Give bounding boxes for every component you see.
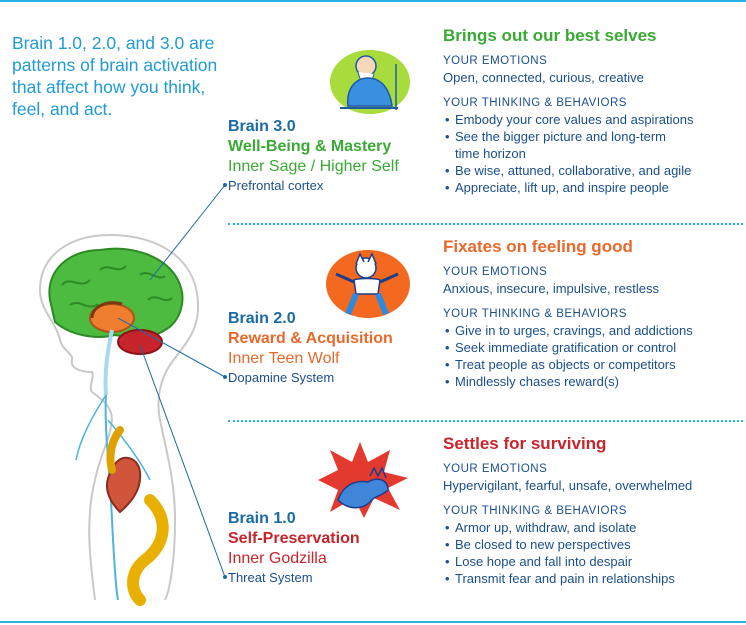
list-item: Armor up, withdraw, and isolate: [443, 519, 743, 536]
divider-2: [228, 420, 743, 422]
brain-2-labels: Brain 2.0 Reward & Acquisition Inner Tee…: [228, 309, 393, 387]
brain-2-thinking-label: YOUR THINKING & BEHAVIORS: [443, 308, 627, 320]
brain-1-thinking-label: YOUR THINKING & BEHAVIORS: [443, 505, 627, 517]
list-item: Be closed to new perspectives: [443, 536, 743, 553]
brain-1-emotions: Hypervigilant, fearful, unsafe, overwhel…: [443, 478, 693, 493]
brain-3-labels: Brain 3.0 Well-Being & Mastery Inner Sag…: [228, 117, 399, 195]
brain-1-inner: Inner Godzilla: [228, 550, 327, 567]
list-item: Treat people as objects or competitors: [443, 356, 743, 373]
top-rule: [0, 0, 746, 2]
brain-3-system: Prefrontal cortex: [228, 178, 324, 193]
brain-3-thinking-label: YOUR THINKING & BEHAVIORS: [443, 97, 627, 109]
brain-2-name: Reward & Acquisition: [228, 330, 393, 347]
brain-2-section: Fixates on feeling good YOUR EMOTIONS An…: [443, 236, 743, 390]
brain-2-emotions-label: YOUR EMOTIONS: [443, 266, 548, 278]
brain-2-title: Fixates on feeling good: [443, 237, 633, 256]
list-item: Be wise, attuned, collaborative, and agi…: [443, 162, 743, 179]
divider-1: [228, 223, 743, 225]
brain-1-name: Self-Preservation: [228, 530, 360, 547]
brain-2-system: Dopamine System: [228, 370, 335, 385]
list-item: Mindlessly chases reward(s): [443, 373, 743, 390]
list-item: See the bigger picture and long-term: [443, 128, 743, 145]
list-item: Transmit fear and pain in relationships: [443, 570, 743, 587]
brain-2-number: Brain 2.0: [228, 310, 296, 327]
brain-3-number: Brain 3.0: [228, 118, 296, 135]
brain-1-system: Threat System: [228, 570, 313, 585]
list-item: Give in to urges, cravings, and addictio…: [443, 322, 743, 339]
wolf-illustration: [326, 250, 410, 318]
brain-3-bullets: Embody your core values and aspirations …: [443, 111, 743, 196]
list-item: Appreciate, lift up, and inspire people: [443, 179, 743, 196]
brain-3-inner: Inner Sage / Higher Self: [228, 158, 399, 175]
sage-illustration: [330, 50, 410, 114]
godzilla-illustration: [318, 442, 408, 518]
digestive-shape: [127, 494, 169, 606]
brain-1-title: Settles for surviving: [443, 434, 607, 453]
list-item-continuation: time horizon: [455, 146, 526, 161]
brainstem-shape: [117, 329, 163, 355]
list-item: Seek immediate gratification or control: [443, 339, 743, 356]
brain-2-inner: Inner Teen Wolf: [228, 350, 340, 367]
intro-text: Brain 1.0, 2.0, and 3.0 are patterns of …: [12, 33, 218, 119]
list-item: Embody your core values and aspirations: [443, 111, 743, 128]
head-outline: [38, 233, 200, 601]
brain-1-bullets: Armor up, withdraw, and isolate Be close…: [443, 519, 743, 587]
cerebrum-shape: [48, 247, 184, 339]
bottom-rule: [0, 621, 746, 623]
brain-3-emotions-label: YOUR EMOTIONS: [443, 55, 548, 67]
brain-1-emotions-label: YOUR EMOTIONS: [443, 463, 548, 475]
brain-2-emotions: Anxious, insecure, impulsive, restless: [443, 281, 660, 296]
brain-3-emotions: Open, connected, curious, creative: [443, 70, 644, 85]
brain-2-bullets: Give in to urges, cravings, and addictio…: [443, 322, 743, 390]
brain-3-section: Brings out our best selves YOUR EMOTIONS…: [443, 25, 743, 196]
brain-1-labels: Brain 1.0 Self-Preservation Inner Godzil…: [228, 509, 360, 587]
brain-1-number: Brain 1.0: [228, 510, 296, 527]
list-item: Lose hope and fall into despair: [443, 553, 743, 570]
brain-3-title: Brings out our best selves: [443, 26, 657, 45]
brain-3-name: Well-Being & Mastery: [228, 138, 392, 155]
brain-1-section: Settles for surviving YOUR EMOTIONS Hype…: [443, 433, 743, 587]
